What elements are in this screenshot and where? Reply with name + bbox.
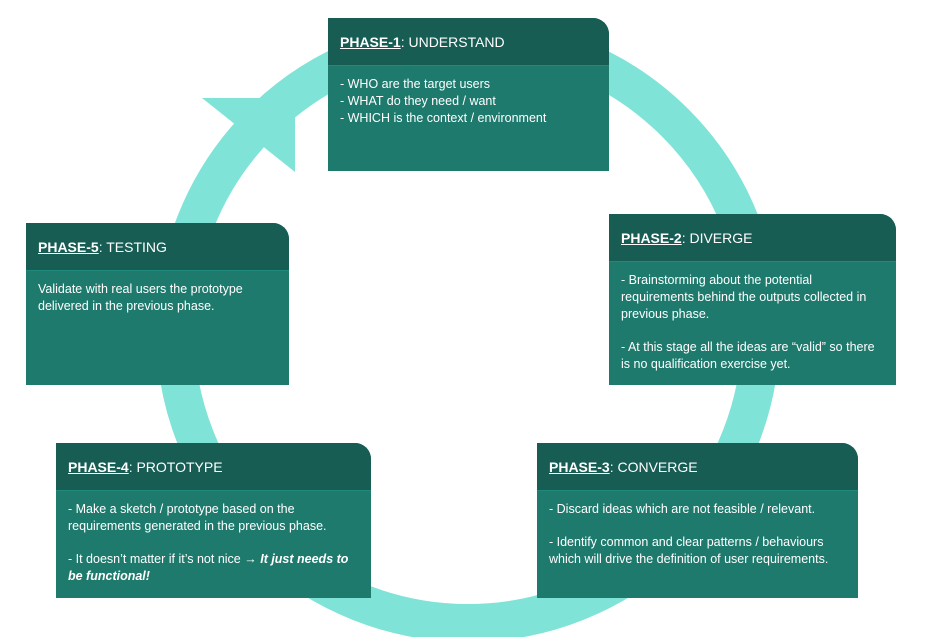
phase-5-body: Validate with real users the prototype d… — [26, 271, 289, 315]
phase-1-title: : UNDERSTAND — [400, 34, 505, 50]
phase-5-title: : TESTING — [98, 239, 167, 255]
phase-1-line: - WHAT do they need / want — [340, 94, 496, 108]
phase-3-title: : CONVERGE — [609, 459, 698, 475]
phase-5-label: PHASE-5 — [38, 239, 99, 255]
phase-1-label: PHASE-1 — [340, 34, 401, 50]
phase-2-header: PHASE-2: DIVERGE — [609, 214, 896, 262]
phase-3-body: - Discard ideas which are not feasible /… — [537, 491, 858, 568]
phase-3-card: PHASE-3: CONVERGE - Discard ideas which … — [537, 443, 858, 598]
phase-4-body: - Make a sketch / prototype based on the… — [56, 491, 371, 585]
phase-5-card: PHASE-5: TESTING Validate with real user… — [26, 223, 289, 385]
phase-3-label: PHASE-3 — [549, 459, 610, 475]
phase-4-note: - It doesn’t matter if it’s not nice → — [68, 552, 261, 566]
phase-3-paragraph: - Identify common and clear patterns / b… — [549, 535, 829, 566]
phase-4-title: : PROTOTYPE — [128, 459, 223, 475]
phase-3-paragraph: - Discard ideas which are not feasible /… — [549, 502, 816, 516]
cycle-arrowhead-icon — [202, 98, 295, 172]
phase-5-paragraph: Validate with real users the prototype d… — [38, 282, 243, 313]
phase-2-title: : DIVERGE — [681, 230, 753, 246]
phase-5-header: PHASE-5: TESTING — [26, 223, 289, 271]
phase-4-header: PHASE-4: PROTOTYPE — [56, 443, 371, 491]
phase-2-paragraph: - Brainstorming about the potential requ… — [621, 273, 867, 321]
phase-1-line: - WHICH is the context / environment — [340, 111, 547, 125]
phase-4-paragraph-2: - It doesn’t matter if it’s not nice → I… — [68, 551, 359, 585]
phase-4-card: PHASE-4: PROTOTYPE - Make a sketch / pro… — [56, 443, 371, 598]
phase-1-line: - WHO are the target users — [340, 77, 491, 91]
phase-1-card: PHASE-1: UNDERSTAND - WHO are the target… — [328, 18, 609, 171]
phase-3-header: PHASE-3: CONVERGE — [537, 443, 858, 491]
phase-2-label: PHASE-2 — [621, 230, 682, 246]
phase-4-paragraph: - Make a sketch / prototype based on the… — [68, 502, 327, 533]
phase-4-emphasis: It just needs to be functional! — [68, 552, 349, 583]
phase-2-body: - Brainstorming about the potential requ… — [609, 262, 896, 373]
phase-2-card: PHASE-2: DIVERGE - Brainstorming about t… — [609, 214, 896, 385]
phase-1-body: - WHO are the target users - WHAT do the… — [328, 66, 609, 127]
phase-2-paragraph: - At this stage all the ideas are “valid… — [621, 340, 875, 371]
phase-4-label: PHASE-4 — [68, 459, 129, 475]
phase-1-header: PHASE-1: UNDERSTAND — [328, 18, 609, 66]
